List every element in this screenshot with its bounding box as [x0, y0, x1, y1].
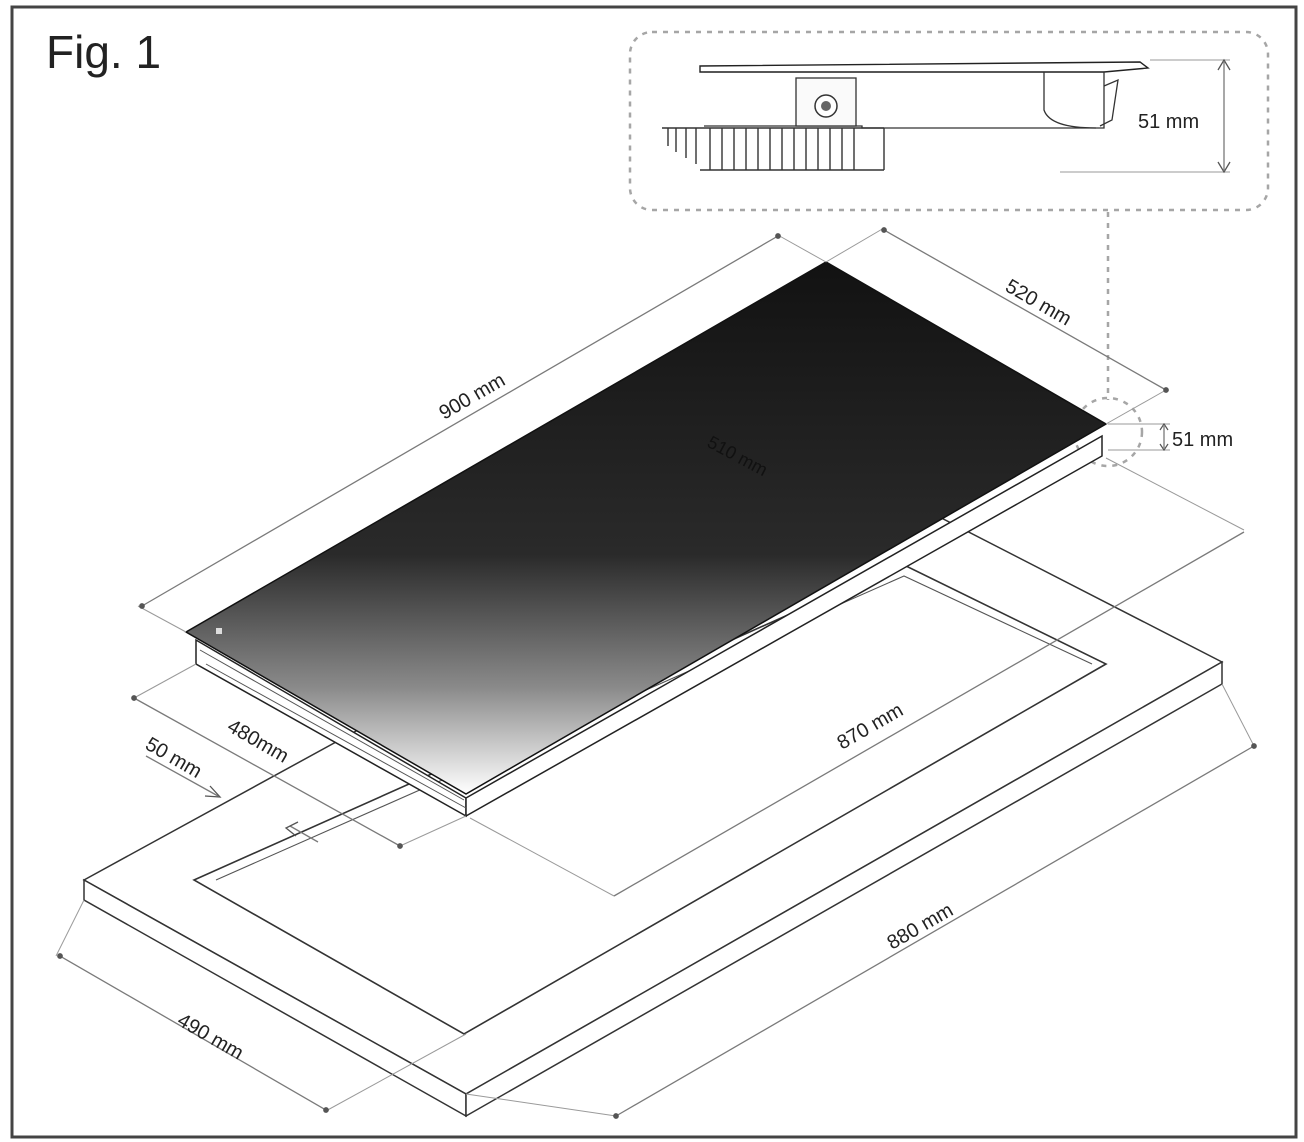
detail-screw-center — [821, 101, 831, 111]
hob-height-label: 51 mm — [1172, 429, 1233, 451]
figure-title: Fig. 1 — [46, 26, 161, 78]
detail-height-label: 51 mm — [1138, 111, 1199, 133]
hob-length-label: 900 mm — [436, 369, 510, 424]
detail-clip — [1099, 78, 1119, 127]
hob-corner-marker — [216, 628, 222, 634]
detail-cooling-fins — [662, 127, 885, 171]
detail-callout-circle — [1072, 396, 1144, 468]
detail-inset-border — [628, 30, 1270, 212]
hob-side-body — [465, 434, 1103, 818]
detail-inset: 51 mm — [628, 30, 1270, 212]
detail-glass-top — [699, 61, 1150, 73]
worktop-length-label: 880 mm — [884, 899, 958, 954]
worktop-width-label: 490 mm — [174, 1009, 248, 1064]
detail-bracket — [1043, 72, 1097, 129]
figure-frame — [10, 5, 1298, 1139]
dim-51: 51 mm — [1108, 422, 1233, 452]
cutout-width-label: 480mm — [224, 715, 293, 767]
